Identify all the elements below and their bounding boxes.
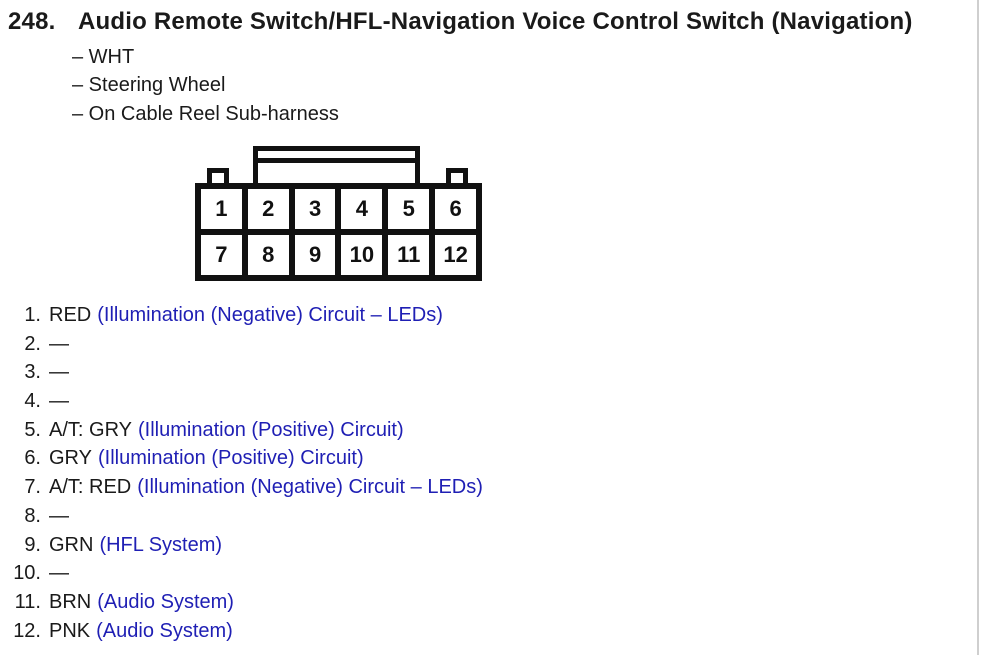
pin-circuit-description: (Illumination (Negative) Circuit – LEDs) bbox=[97, 304, 443, 326]
pin-circuit-description: (Illumination (Positive) Circuit) bbox=[138, 418, 404, 441]
pin-circuit-description: (Illumination (Negative) Circuit – LEDs) bbox=[137, 476, 483, 499]
pin-number: 1. bbox=[24, 304, 41, 326]
pin-wire-color: GRN bbox=[49, 533, 94, 556]
connector-cavity-3: 3 bbox=[294, 189, 336, 229]
page-edge-scan-artifact bbox=[977, 0, 979, 655]
connector-cavity-9: 9 bbox=[294, 235, 336, 275]
pin-wire-color: A/T: RED bbox=[49, 476, 132, 499]
pin-row: 6. GRY (Illumination (Positive) Circuit) bbox=[10, 447, 483, 476]
connector-cavity-11: 11 bbox=[388, 235, 430, 275]
pin-wire-color: BRN bbox=[49, 590, 92, 613]
pin-row: 7. A/T: RED (Illumination (Negative) Cir… bbox=[10, 476, 483, 505]
connector-notch-left bbox=[207, 168, 229, 184]
pin-row: 3. — bbox=[10, 361, 483, 390]
connector-cavity-5: 5 bbox=[388, 189, 430, 229]
connector-notch-right bbox=[446, 168, 468, 184]
connector-attribute-list: – WHT – Steering Wheel – On Cable Reel S… bbox=[72, 43, 339, 129]
pin-number: 8. bbox=[24, 504, 41, 527]
pin-row: 11. BRN (Audio System) bbox=[10, 591, 483, 620]
pin-number: 3. bbox=[24, 361, 41, 384]
pin-number: 11. bbox=[14, 590, 41, 613]
pin-circuit-description: (Audio System) bbox=[97, 590, 234, 613]
connector-cavity-4: 4 bbox=[341, 189, 383, 229]
pin-description-list: 1. RED (Illumination (Negative) Circuit … bbox=[10, 304, 483, 648]
attribute-line-harness: – On Cable Reel Sub-harness bbox=[72, 102, 339, 125]
pin-wire-color: GRY bbox=[49, 447, 92, 470]
connector-cavity-1: 1 bbox=[201, 189, 242, 229]
pin-wire-color: — bbox=[49, 504, 69, 527]
connector-diagram: 1 2 3 4 5 6 7 8 9 10 11 12 bbox=[195, 146, 482, 281]
connector-cavity-8: 8 bbox=[247, 235, 289, 275]
pin-number: 2. bbox=[24, 332, 41, 355]
connector-cavity-7: 7 bbox=[201, 235, 242, 275]
connector-cavity-10: 10 bbox=[341, 235, 383, 275]
pin-row: 5. A/T: GRY (Illumination (Positive) Cir… bbox=[10, 419, 483, 448]
pin-number: 4. bbox=[24, 390, 41, 413]
attribute-line-location: – Steering Wheel bbox=[72, 74, 226, 97]
pin-wire-color: — bbox=[49, 332, 69, 355]
pin-circuit-description: (Illumination (Positive) Circuit) bbox=[97, 447, 364, 470]
pin-row: 2. — bbox=[10, 333, 483, 362]
connector-cavity-2: 2 bbox=[247, 189, 289, 229]
pin-wire-color: RED bbox=[49, 304, 92, 326]
pin-circuit-description: (HFL System) bbox=[99, 533, 223, 556]
section-number: 248. bbox=[8, 8, 56, 35]
pin-row: 1. RED (Illumination (Negative) Circuit … bbox=[10, 304, 483, 333]
pin-wire-color: PNK bbox=[49, 619, 91, 642]
pin-wire-color: A/T: GRY bbox=[49, 418, 132, 441]
pin-number: 12. bbox=[13, 619, 41, 642]
pin-number: 7. bbox=[24, 476, 41, 499]
connector-latch bbox=[253, 146, 420, 184]
connector-body: 1 2 3 4 5 6 7 8 9 10 11 12 bbox=[195, 183, 482, 281]
pin-number: 9. bbox=[24, 533, 41, 556]
pin-wire-color: — bbox=[49, 361, 69, 384]
attribute-line-color: – WHT bbox=[72, 45, 135, 68]
connector-cavity-12: 12 bbox=[435, 235, 476, 275]
pin-row: 8. — bbox=[10, 505, 483, 534]
pin-wire-color: — bbox=[49, 562, 69, 585]
pin-number: 5. bbox=[24, 418, 41, 441]
pin-row: 4. — bbox=[10, 390, 483, 419]
pin-row: 10. — bbox=[10, 562, 483, 591]
connector-cavity-6: 6 bbox=[435, 189, 476, 229]
pin-row: 12. PNK (Audio System) bbox=[10, 620, 483, 649]
pin-number: 10. bbox=[13, 562, 41, 585]
pin-circuit-description: (Audio System) bbox=[96, 619, 233, 642]
pin-number: 6. bbox=[24, 447, 41, 470]
connector-latch-line bbox=[258, 158, 415, 163]
pin-wire-color: — bbox=[49, 390, 69, 413]
section-heading: 248. Audio Remote Switch/HFL-Navigation … bbox=[8, 9, 972, 35]
page-title: Audio Remote Switch/HFL-Navigation Voice… bbox=[78, 8, 913, 35]
pin-row: 9. GRN (HFL System) bbox=[10, 534, 483, 563]
